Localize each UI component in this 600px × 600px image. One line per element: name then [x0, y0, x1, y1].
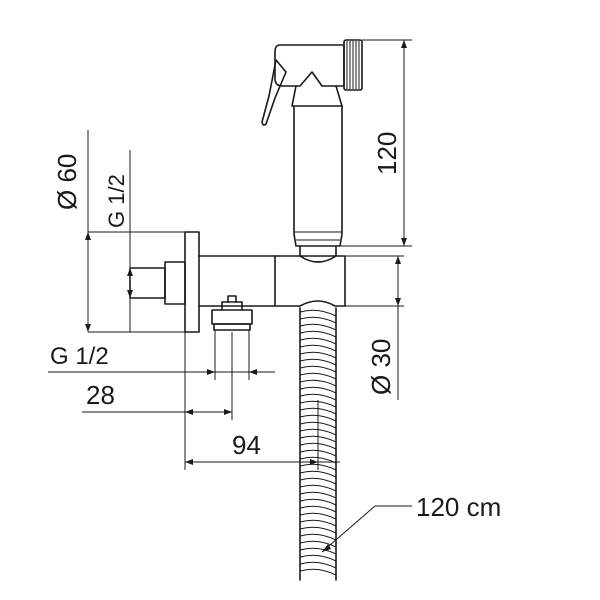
hose-coil: [299, 491, 337, 499]
hose-coil: [299, 561, 337, 569]
hose-coil: [299, 554, 337, 562]
sprayer-height-label: 120: [372, 132, 402, 175]
outlet-valve: [211, 309, 253, 325]
hose-coil: [299, 309, 337, 317]
hose-coil: [299, 484, 337, 492]
hose-coil: [299, 372, 337, 380]
hose-coil: [299, 519, 337, 527]
hose-coil: [299, 379, 337, 387]
hose-coil: [299, 344, 337, 352]
outlet-thread-label: G 1/2: [50, 343, 109, 370]
sprayer-handle: [293, 105, 343, 247]
hose-coil: [299, 477, 337, 485]
hose-coil: [299, 323, 337, 331]
hose-coil: [299, 470, 337, 478]
hose-coil: [299, 351, 337, 359]
sprayer-trigger: [261, 59, 287, 126]
body-arm: [198, 255, 276, 307]
hose-coil: [299, 568, 337, 576]
hose-coil: [299, 358, 337, 366]
hose-coil: [299, 512, 337, 520]
flexible-hose: [299, 307, 337, 581]
hose-coil: [299, 330, 337, 338]
hand-sprayer: [261, 39, 363, 263]
inlet-nut: [164, 261, 186, 305]
hose-coil: [299, 540, 337, 548]
sprayer-head: [274, 44, 345, 87]
outlet-offset-label: 28: [86, 380, 115, 410]
hose-coil: [299, 498, 337, 506]
wall-diameter-label: Ø 60: [52, 154, 82, 210]
hose-coil: [299, 547, 337, 555]
hose-coil: [299, 393, 337, 401]
holder-diameter-label: Ø 30: [366, 339, 396, 395]
dimension-lines: [48, 39, 412, 553]
hose-offset-label: 94: [232, 430, 261, 460]
hose-coil: [299, 365, 337, 373]
wall-flange: [184, 231, 200, 333]
hose-length-label: 120 cm: [416, 492, 501, 522]
hose-coil: [299, 386, 337, 394]
sprayer-nozzle: [343, 39, 363, 91]
hose-coil: [299, 526, 337, 534]
sprayer-bottom-fitting: [299, 245, 337, 263]
sprayer-neck: [291, 85, 343, 107]
wall-thread-label: G 1/2: [104, 174, 129, 228]
inlet-stub: [129, 267, 166, 299]
hose-coil: [299, 533, 337, 541]
hose-coil: [299, 337, 337, 345]
wall-bracket: [129, 231, 346, 333]
sprayer-holder: [274, 255, 346, 307]
hose-coil: [299, 505, 337, 513]
hose-coil: [299, 316, 337, 324]
nozzle-ribs: [346, 41, 360, 89]
